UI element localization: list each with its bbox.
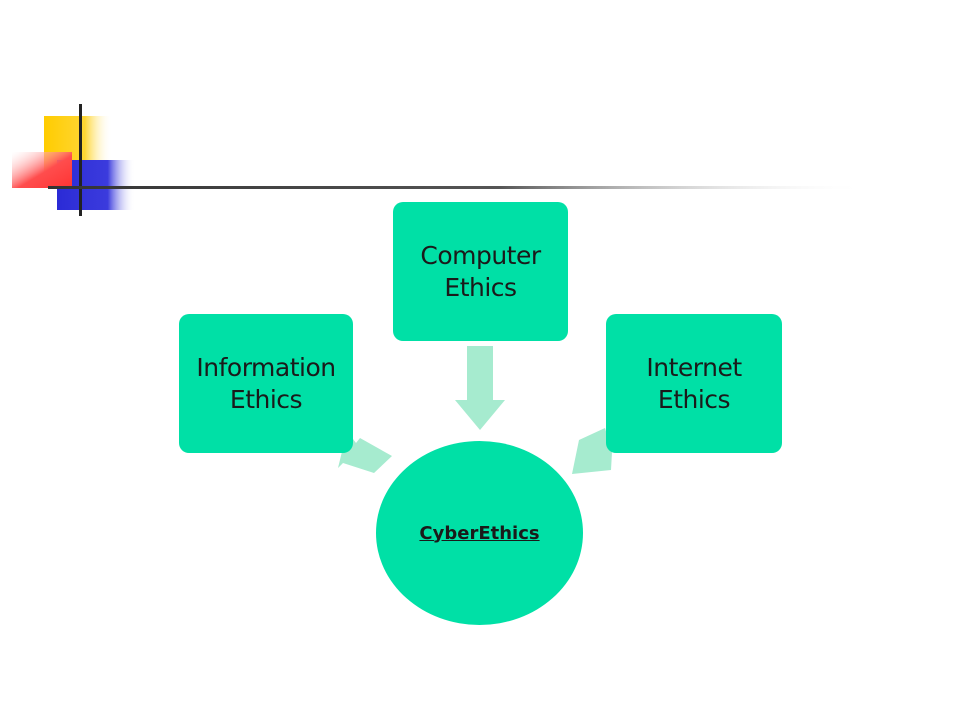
arrow-computer-to-center xyxy=(455,346,505,430)
node-computer-ethics-label: Computer Ethics xyxy=(420,240,541,302)
arrow-internet-to-center xyxy=(572,428,612,474)
title-rule xyxy=(48,186,868,189)
corner-logo-icon xyxy=(12,104,135,216)
center-node-label[interactable]: CyberEthics xyxy=(419,522,540,544)
node-information-ethics-label: Information Ethics xyxy=(196,352,336,414)
center-node-cyberethics: CyberEthics xyxy=(376,441,583,625)
node-internet-ethics-label: Internet Ethics xyxy=(646,352,742,414)
node-information-ethics: Information Ethics xyxy=(179,314,353,453)
node-computer-ethics: Computer Ethics xyxy=(393,202,568,341)
node-internet-ethics: Internet Ethics xyxy=(606,314,782,453)
